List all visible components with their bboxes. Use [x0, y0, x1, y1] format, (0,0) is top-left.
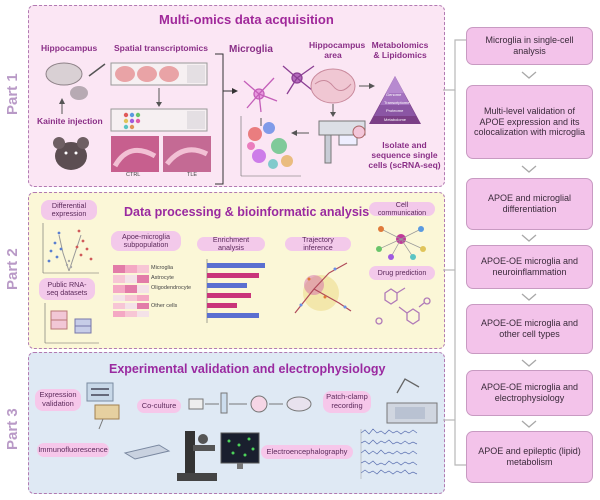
spatial-transcriptomics-label: Spatial transcriptomics	[114, 43, 209, 53]
immunofluorescence-pill: Immunofluorescence	[37, 443, 109, 457]
expression-validation-pill: Expression validation	[35, 389, 81, 411]
part-3-label: Part 3	[4, 408, 21, 450]
part-2-panel: Data processing & bioinformatic analysis…	[28, 192, 445, 349]
microscope-icon	[177, 431, 217, 481]
chevron-down-icon	[521, 359, 537, 367]
pyramid-genome: Genome	[386, 92, 402, 97]
coculture-pill: Co-culture	[137, 399, 181, 413]
part-3-title: Experimental validation and electrophysi…	[109, 362, 386, 376]
tle-label: TLE	[187, 172, 198, 178]
pyramid-metabolome: Metabolome	[384, 117, 407, 122]
fluorescence-monitor-icon	[220, 432, 260, 469]
metabolomics-label: Metabolomics & Lipidomics	[371, 40, 429, 60]
kainite-injection-label: Kainite injection	[37, 116, 103, 126]
part-1-label: Part 1	[4, 73, 21, 115]
differential-expression-pill: Differential expression	[41, 200, 97, 220]
patch-clamp-rig-icon	[386, 378, 438, 424]
sidebar-step-3: APOE and microglial differentiation	[466, 178, 593, 230]
part-2-label: Part 2	[4, 248, 21, 290]
chevron-down-icon	[521, 234, 537, 242]
chevron-down-icon	[521, 293, 537, 301]
mouse-icon	[55, 142, 87, 170]
hippocampus-label: Hippocampus	[41, 43, 98, 53]
sidebar-step-2: Multi-level validation of APOE expressio…	[466, 85, 593, 159]
heatmap-row-oligodendrocyte: Oligodendrocyte	[151, 285, 192, 291]
box-plot	[44, 303, 99, 344]
coculture-flow-icon	[188, 392, 312, 414]
part-1-panel: Multi-omics data acquisition Hippocampus…	[28, 5, 445, 187]
microglia-cell-icon	[243, 77, 278, 113]
volcano-plot	[42, 223, 99, 274]
part-1-title: Multi-omics data acquisition	[159, 12, 334, 27]
enrichment-analysis-pill: Enrichment analysis	[197, 236, 265, 251]
part-3-panel: Experimental validation and electrophysi…	[28, 352, 445, 494]
expression-validation-icon	[86, 382, 120, 430]
sidebar-step-6: APOE-OE microglia and electrophysiology	[466, 370, 593, 416]
trajectory-inference-pill: Trajectory inference	[285, 236, 351, 251]
cell-communication-pill: Cell communication	[369, 201, 435, 216]
apoe-subpopulation-pill: Apoe-microglia subpopulation	[111, 231, 181, 251]
enrichment-bar-chart	[206, 259, 265, 323]
cell-communication-network	[376, 226, 426, 260]
part-2-illustration	[42, 223, 431, 344]
slide-icon	[123, 444, 171, 460]
panel-sidebar-connector	[443, 39, 466, 466]
heatmap-row-microglia: Microglia	[151, 265, 174, 271]
public-rnaseq-pill: Public RNA-seq datasets	[39, 278, 95, 300]
hippocampus-area-label: Hippocampus area	[309, 40, 366, 60]
sidebar-step-1: Microglia in single-cell analysis	[466, 27, 593, 65]
pyramid-proteome: Proteome	[386, 108, 404, 113]
drug-prediction-pill: Drug prediction	[369, 266, 435, 280]
mouse-brain-icon	[45, 62, 83, 86]
ctrl-label: CTRL	[126, 172, 141, 178]
eeg-pill: Electroencephalography	[261, 445, 353, 459]
chevron-down-icon	[521, 420, 537, 428]
heatmap-row-astrocyte: Astrocyte	[151, 275, 174, 281]
microglia-label: Microglia	[229, 44, 273, 55]
sidebar-step-4: APOE-OE microglia and neuroinflammation	[466, 245, 593, 289]
heatmap	[113, 265, 149, 317]
chevron-down-icon	[521, 71, 537, 79]
sidebar-step-7: APOE and epileptic (lipid) metabolism	[466, 431, 593, 483]
part-2-title: Data processing & bioinformatic analysis	[124, 205, 370, 219]
part-3-illustration	[86, 378, 438, 481]
chevron-down-icon	[521, 165, 537, 173]
sidebar-step-5: APOE-OE microglia and other cell types	[466, 304, 593, 354]
pyramid-transcriptome: Transcriptome	[384, 100, 410, 105]
isolate-sequence-label: Isolate and sequence single cells (scRNA…	[368, 140, 441, 170]
umap-plot	[240, 116, 301, 177]
part-1-illustration	[45, 53, 421, 185]
drug-molecule-icon	[375, 287, 431, 325]
heatmap-row-other: Other cells	[151, 303, 178, 309]
trajectory-plot	[294, 262, 352, 314]
eeg-traces	[360, 428, 418, 475]
patch-clamp-pill: Patch-clamp recording	[323, 391, 371, 413]
